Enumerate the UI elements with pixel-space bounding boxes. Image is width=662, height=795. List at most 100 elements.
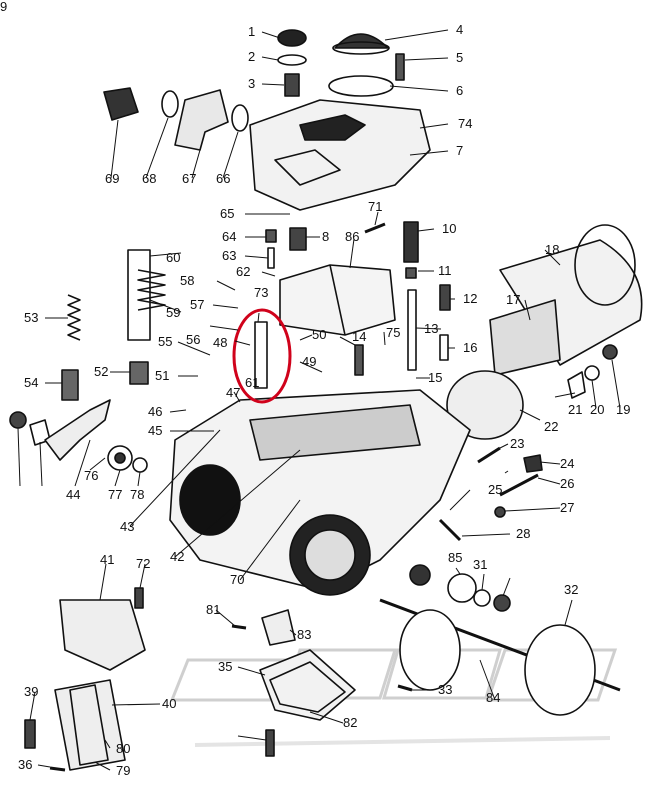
- part-label-54: 54: [24, 375, 39, 390]
- part-61-rod: [127, 249, 151, 341]
- part-label-73: 73: [254, 285, 269, 300]
- part-label-8: 8: [322, 229, 330, 244]
- part-label-33: 33: [438, 682, 453, 697]
- part-69-washer: [161, 90, 179, 118]
- part-label-80: 80: [116, 741, 131, 756]
- part-label-58: 58: [180, 273, 195, 288]
- part-label-16: 16: [463, 340, 478, 355]
- part-label-85: 85: [448, 550, 463, 565]
- part-label-4: 4: [456, 22, 464, 37]
- part-label-76: 76: [84, 468, 99, 483]
- part-16-jet: [439, 334, 449, 361]
- part-label-3: 3: [248, 76, 256, 91]
- part-label-69: 69: [105, 171, 120, 186]
- part-27-nut: [494, 506, 506, 518]
- part-70-banjo: [103, 87, 139, 121]
- part-label-46: 46: [148, 404, 163, 419]
- part-label-56: 56: [186, 332, 201, 347]
- part-3-spring: [284, 73, 300, 97]
- part-label-13: 13: [424, 321, 439, 336]
- part-label-44: 44: [66, 487, 81, 502]
- part-82-pin: [231, 624, 247, 630]
- part-73-screw: [134, 587, 144, 609]
- part-label-86: 86: [345, 229, 360, 244]
- part-19-nut: [602, 344, 618, 360]
- part-label-75: 75: [386, 325, 401, 340]
- part-label-19: 19: [616, 402, 631, 417]
- part-label-70: 70: [230, 572, 245, 587]
- part-label-52: 52: [94, 364, 109, 379]
- part-label-63: 63: [222, 248, 237, 263]
- part-label-9: 9: [0, 0, 8, 14]
- part-label-74: 74: [458, 116, 473, 131]
- part-67-washer: [231, 104, 249, 132]
- part-label-7: 7: [456, 143, 464, 158]
- part-label-81: 81: [206, 602, 221, 617]
- part-label-64: 64: [222, 229, 237, 244]
- part-label-21: 21: [568, 402, 583, 417]
- part-42-bracket: [59, 599, 146, 671]
- part-label-66: 66: [216, 171, 231, 186]
- part-31-washer: [473, 589, 491, 607]
- part-21-clip: [567, 371, 586, 399]
- part-23-pin: [477, 446, 501, 464]
- part-label-48: 48: [213, 335, 228, 350]
- part-label-45: 45: [148, 423, 163, 438]
- part-label-43: 43: [120, 519, 135, 534]
- part-17-ring: [489, 299, 561, 376]
- part-5-lower-screw: [265, 729, 275, 757]
- part-label-31: 31: [473, 557, 488, 572]
- part-label-14: 14: [352, 329, 367, 344]
- part-label-15: 15: [428, 370, 443, 385]
- part-label-50: 50: [312, 327, 327, 342]
- part-40-screw: [24, 719, 36, 749]
- part-label-39: 39: [24, 684, 39, 699]
- part-20-washer: [584, 365, 600, 381]
- part-label-47: 47: [226, 385, 241, 400]
- part-53-spring: [129, 361, 149, 385]
- part-label-42: 42: [170, 549, 185, 564]
- part-label-27: 27: [560, 500, 575, 515]
- part-label-82: 82: [343, 715, 358, 730]
- part-55-spring: [67, 294, 81, 341]
- part-label-55: 55: [158, 334, 173, 349]
- part-8-valve: [289, 227, 307, 251]
- part-5-screw: [395, 53, 405, 81]
- part-label-49: 49: [302, 354, 317, 369]
- part-label-36: 36: [18, 757, 33, 772]
- part-label-35: 35: [218, 659, 233, 674]
- highlight-circle: [232, 308, 292, 404]
- part-7-cover: [249, 99, 431, 211]
- part-label-84: 84: [486, 690, 501, 705]
- part-label-83: 83: [297, 627, 312, 642]
- part-26-needle: [499, 473, 539, 497]
- part-label-10: 10: [442, 221, 457, 236]
- part-18-horn: [499, 239, 643, 366]
- part-4-dome: [334, 33, 389, 49]
- part-label-77: 77: [108, 487, 123, 502]
- part-label-11: 11: [438, 263, 452, 278]
- part-13-tube: [407, 289, 417, 371]
- part-label-68: 68: [142, 171, 157, 186]
- part-label-12: 12: [463, 291, 478, 306]
- part-68-elbow: [174, 89, 229, 151]
- part-label-79: 79: [116, 763, 131, 778]
- part-41-plate: [54, 679, 126, 771]
- part-33-disc: [524, 624, 596, 716]
- part-22-venturi: [446, 370, 524, 440]
- part-label-6: 6: [456, 83, 464, 98]
- part-12-jet: [439, 284, 451, 311]
- part-label-1: 1: [248, 24, 256, 39]
- part-label-25: 25: [488, 482, 503, 497]
- part-83-gasket: [269, 661, 346, 713]
- part-32-lower-nut: [493, 594, 511, 612]
- part-1-cap: [277, 29, 307, 47]
- part-label-78: 78: [130, 487, 145, 502]
- part-label-32: 32: [564, 582, 579, 597]
- part-label-53: 53: [24, 310, 39, 325]
- part-label-40: 40: [162, 696, 177, 711]
- part-label-60: 60: [166, 250, 181, 265]
- part-35-screw: [397, 684, 413, 692]
